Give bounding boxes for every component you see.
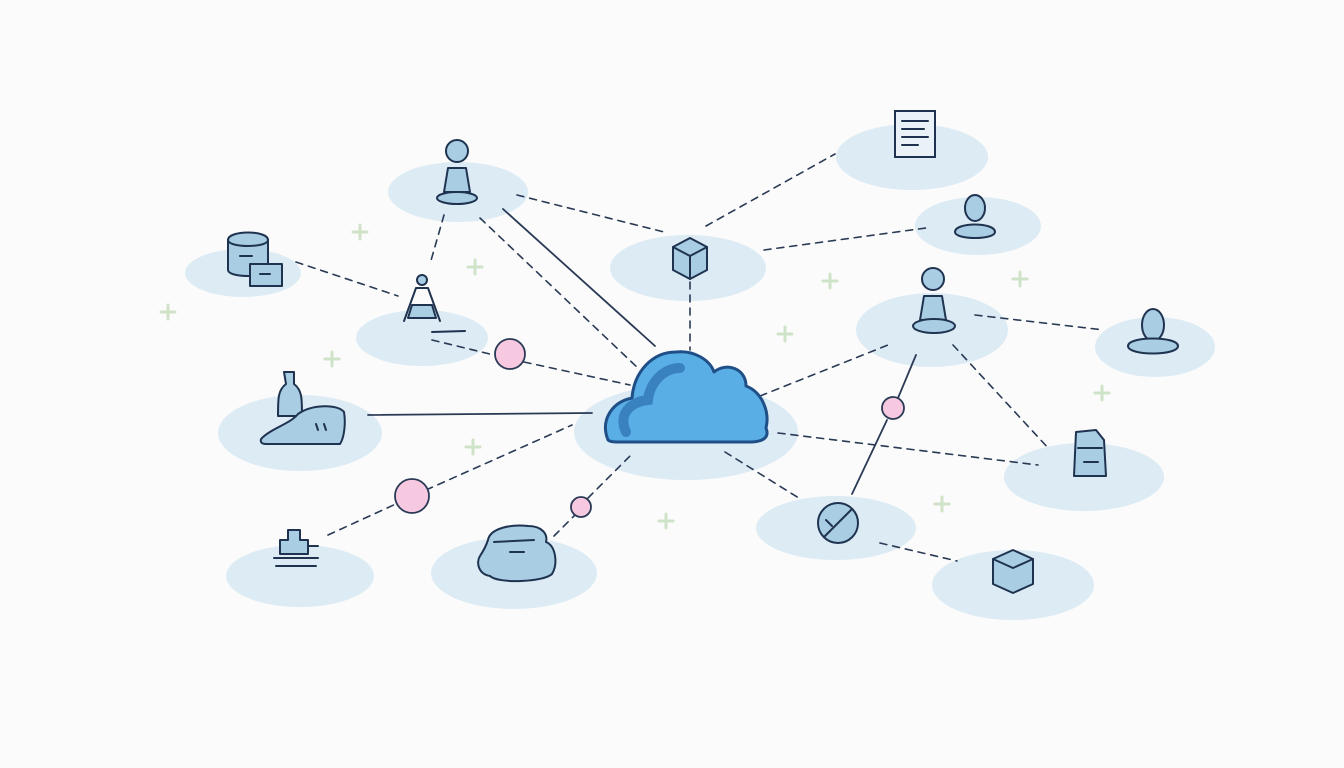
edge	[952, 344, 1051, 451]
sparkle	[351, 223, 369, 241]
edge	[479, 217, 641, 371]
edges	[295, 153, 1105, 562]
blocked-icon[interactable]	[817, 502, 859, 544]
relay-point	[494, 338, 526, 370]
relay-point	[394, 478, 430, 514]
relay-point	[881, 396, 905, 420]
document-icon[interactable]	[894, 110, 936, 158]
database-icon[interactable]	[227, 231, 283, 287]
edge	[327, 502, 399, 536]
edge	[502, 208, 656, 347]
device-icon[interactable]	[1073, 429, 1107, 477]
sparkle	[1011, 270, 1029, 288]
blob-cone-mid-left	[356, 310, 488, 366]
sparkle	[159, 303, 177, 321]
sparkle	[821, 272, 839, 290]
edge	[431, 339, 499, 357]
edge	[879, 542, 958, 562]
edge	[516, 194, 669, 234]
sparkle	[933, 495, 951, 513]
user-pawn-icon[interactable]	[912, 267, 956, 334]
user-bust-icon[interactable]	[954, 194, 996, 239]
relay-points	[394, 338, 905, 518]
edge	[367, 412, 593, 416]
blob-factory-bottom-left	[226, 545, 374, 607]
edge	[897, 354, 917, 399]
edge	[429, 214, 445, 265]
cloud-outline-icon[interactable]	[477, 524, 557, 583]
sparkle	[657, 512, 675, 530]
sparkle	[323, 350, 341, 368]
edge	[705, 153, 836, 227]
edge	[425, 424, 573, 491]
user-bust-icon[interactable]	[1127, 308, 1179, 355]
edge	[974, 314, 1105, 331]
sparkle	[1093, 384, 1111, 402]
user-pawn-icon[interactable]	[436, 139, 478, 205]
edge	[295, 261, 399, 297]
edge	[763, 227, 927, 251]
hub-cloud-icon[interactable]	[604, 350, 769, 444]
edge	[724, 451, 803, 501]
edge	[777, 432, 1039, 466]
factory-icon[interactable]	[273, 529, 319, 567]
sparkle-group	[159, 223, 1111, 530]
sparkle	[776, 325, 794, 343]
cube-icon[interactable]	[672, 237, 708, 280]
sparkle	[464, 438, 482, 456]
cone-user-icon[interactable]	[403, 274, 466, 333]
edge	[759, 344, 889, 397]
edge	[587, 455, 631, 499]
bottle-pouch-icon[interactable]	[259, 371, 346, 445]
relay-point	[570, 496, 592, 518]
edge	[523, 361, 631, 386]
edge	[851, 419, 888, 495]
cube-icon[interactable]	[992, 549, 1034, 594]
sparkle	[466, 258, 484, 276]
edge	[553, 513, 577, 537]
